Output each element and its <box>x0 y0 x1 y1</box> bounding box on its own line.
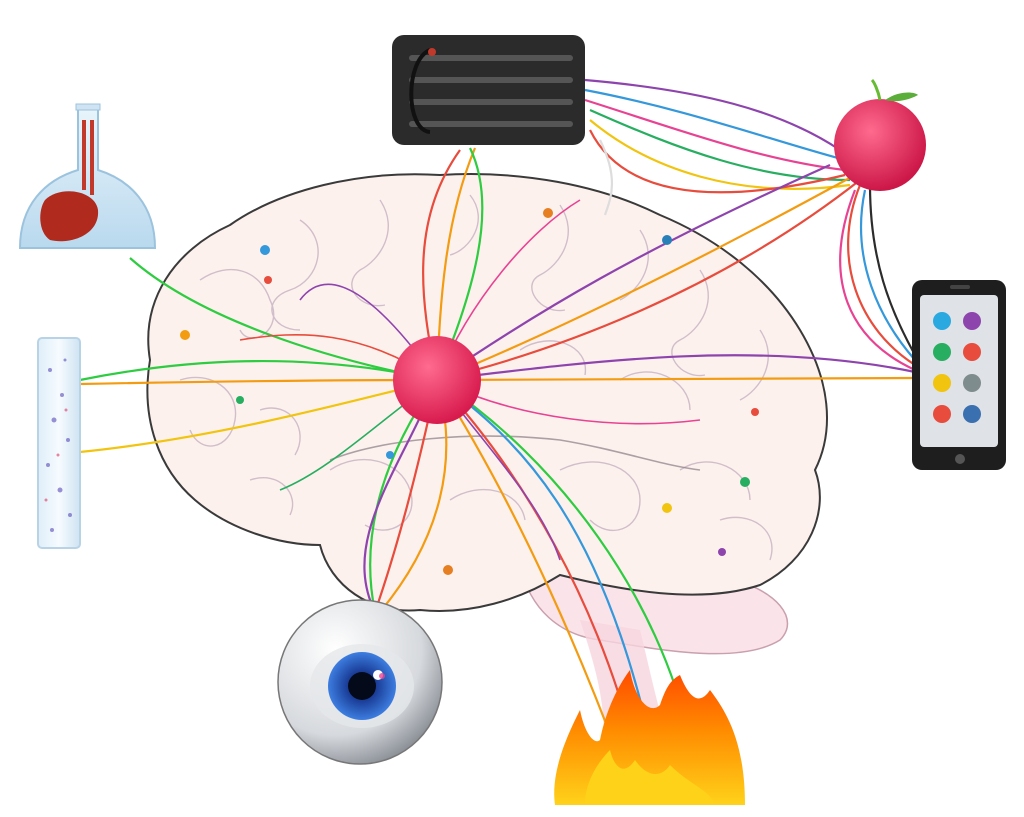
eyeball-icon <box>277 599 443 765</box>
apple-icon <box>834 78 926 191</box>
hub-node-icon <box>393 336 481 424</box>
phone-app-button <box>963 405 981 423</box>
phone-app-button <box>933 312 951 330</box>
fire-icon <box>554 670 745 805</box>
phone-app-button <box>933 374 951 392</box>
phone-app-button <box>963 374 981 392</box>
dark-device-icon <box>392 35 585 145</box>
test-tube-icon <box>37 337 81 549</box>
brain-icon <box>146 173 828 612</box>
flask-icon <box>18 103 157 249</box>
phone-app-button <box>963 312 981 330</box>
smartphone-icon <box>912 280 1006 470</box>
phone-app-button <box>933 405 951 423</box>
phone-app-button <box>963 343 981 361</box>
neuron-specks <box>180 208 759 575</box>
phone-app-button <box>933 343 951 361</box>
